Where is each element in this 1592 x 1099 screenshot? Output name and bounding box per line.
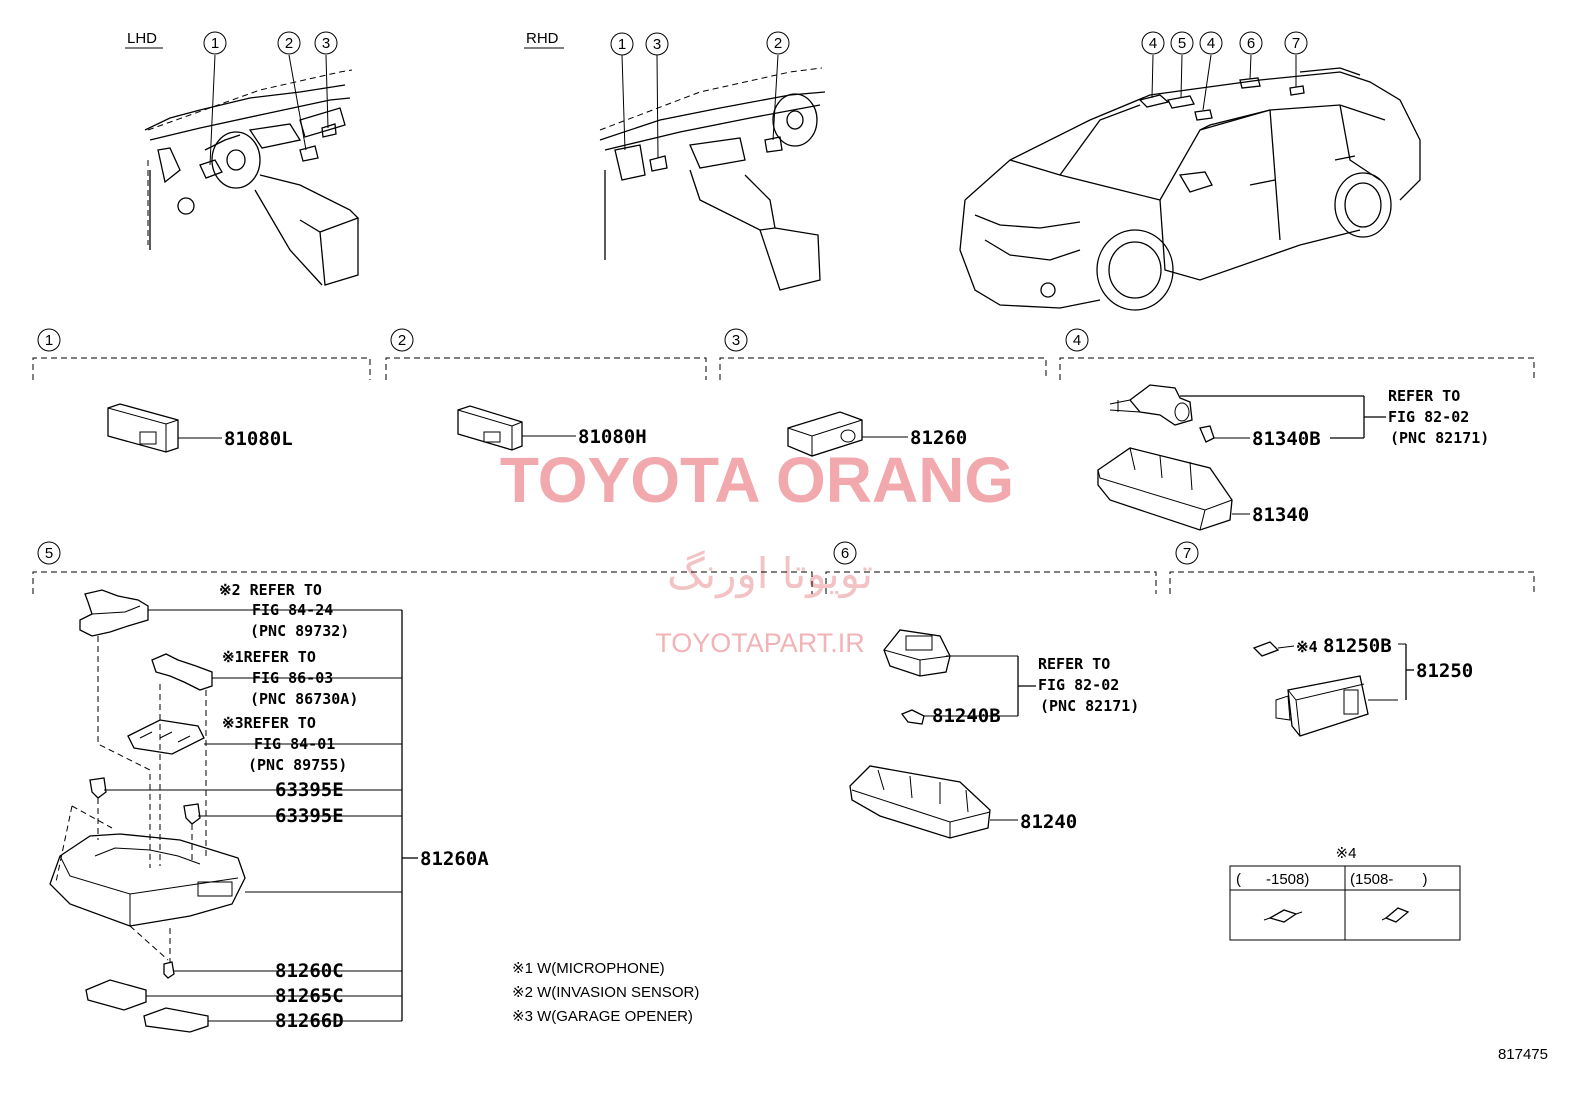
part-81240[interactable]: 81240: [1020, 811, 1077, 833]
car-callout-4b: 4: [1207, 35, 1215, 52]
section-5-ref3-line2[interactable]: FIG 84-01: [254, 735, 335, 753]
section-6-label: 6: [841, 545, 849, 562]
part-81340[interactable]: 81340: [1252, 504, 1309, 526]
section-6-refer-line1: REFER TO: [1038, 655, 1110, 673]
car-callout-4a: 4: [1149, 35, 1157, 52]
lhd-callout-3: 3: [322, 35, 330, 52]
bulb-new-icon: [1384, 907, 1410, 923]
footnote-1: ※1 W(MICROPHONE): [512, 960, 665, 977]
bulb-table-col1: ( -1508): [1236, 871, 1309, 888]
footnotes: ※1 W(MICROPHONE) ※2 W(INVASION SENSOR) ※…: [512, 960, 699, 1025]
watermark-main: TOYOTA ORANG: [500, 444, 1014, 516]
part-63395E-upper[interactable]: 63395E: [275, 779, 344, 801]
part-81260[interactable]: 81260: [910, 427, 967, 449]
section-7: ※4 81250B 81250: [1252, 635, 1473, 737]
car-callout-5: 5: [1178, 35, 1186, 52]
part-63395E-lower[interactable]: 63395E: [275, 805, 344, 827]
bulb-table-title: ※4: [1336, 845, 1357, 862]
svg-text:※1REFER TO: ※1REFER TO: [222, 648, 316, 666]
section-6-refer-line2[interactable]: FIG 82-02: [1038, 676, 1119, 694]
section-5-ref1-mark: ※2: [219, 581, 241, 599]
part-81080L[interactable]: 81080L: [224, 428, 293, 450]
section-5-ref3-line1: REFER TO: [244, 714, 316, 732]
section-4-refer-line1: REFER TO: [1388, 387, 1460, 405]
section-3: 81260: [787, 411, 967, 457]
section-5-ref2-mark: ※1: [222, 648, 244, 666]
part-81340B[interactable]: 81340B: [1252, 428, 1321, 450]
bulb-old-icon: [1268, 909, 1298, 923]
section-4: 81340B REFER TO FIG 82-02 (PNC 82171) 81…: [1097, 384, 1489, 531]
footnote-2: ※2 W(INVASION SENSOR): [512, 984, 699, 1001]
lhd-label: LHD: [127, 30, 157, 47]
section-6: 81240B REFER TO FIG 82-02 (PNC 82171) 81…: [849, 629, 1139, 839]
part-81080H[interactable]: 81080H: [578, 426, 647, 448]
part-81265C[interactable]: 81265C: [275, 985, 344, 1007]
car-callout-7: 7: [1292, 35, 1300, 52]
section-4-refer-line3: (PNC 82171): [1390, 429, 1489, 447]
section-4-label: 4: [1073, 332, 1081, 349]
part-81266D[interactable]: 81266D: [275, 1010, 344, 1032]
part-81250[interactable]: 81250: [1416, 660, 1473, 682]
section-5-ref3-mark: ※3: [222, 714, 244, 732]
bulb-table: ※4 ( -1508) (1508- ): [1229, 845, 1461, 941]
section-3-label: 3: [732, 332, 740, 349]
rhd-callout-1: 1: [618, 36, 626, 53]
section-5-ref3-line3: (PNC 89755): [248, 756, 347, 774]
lhd-callout-1: 1: [211, 35, 219, 52]
section-7-label: 7: [1183, 545, 1191, 562]
figure-number: 817475: [1498, 1046, 1548, 1063]
section-2-label: 2: [398, 332, 406, 349]
rhd-dashboard-illustration: RHD 1 3 2: [524, 30, 826, 291]
section-headers-row2: 5 6 7: [37, 541, 1199, 565]
section-2: 81080H: [457, 405, 647, 451]
section-6-refer-line3: (PNC 82171): [1040, 697, 1139, 715]
part-81250B[interactable]: 81250B: [1323, 635, 1392, 657]
watermark-persian: تویوتا اورنگ: [667, 549, 873, 598]
section-5-ref1-line3: (PNC 89732): [250, 622, 349, 640]
section-7-mark: ※4: [1296, 638, 1318, 656]
rhd-label: RHD: [526, 30, 559, 47]
part-81260A[interactable]: 81260A: [420, 848, 489, 870]
section-1: 81080L: [107, 403, 293, 453]
bulb-table-col2: (1508- ): [1350, 871, 1428, 888]
car-callout-6: 6: [1247, 35, 1255, 52]
section-1-label: 1: [45, 332, 53, 349]
section-5-ref2-line2[interactable]: FIG 86-03: [252, 669, 333, 687]
section-headers-row1: 1 2 3 4: [37, 328, 1089, 352]
footnote-3: ※3 W(GARAGE OPENER): [512, 1008, 693, 1025]
lhd-dashboard-illustration: LHD 1 2 3: [125, 30, 360, 286]
section-5-ref1-line2[interactable]: FIG 84-24: [252, 601, 333, 619]
svg-text:※3REFER TO: ※3REFER TO: [222, 714, 316, 732]
rhd-callout-2: 2: [774, 35, 782, 52]
lhd-callout-2: 2: [285, 35, 293, 52]
section-5-ref2-line1: REFER TO: [244, 648, 316, 666]
rhd-callout-3: 3: [653, 36, 661, 53]
part-81260C[interactable]: 81260C: [275, 960, 344, 982]
part-81240B[interactable]: 81240B: [932, 705, 1001, 727]
car-illustration: 4 5 4 6 7: [959, 31, 1421, 311]
svg-text:※2 REFER TO: ※2 REFER TO: [219, 581, 322, 599]
section-5-ref1-line1: REFER TO: [250, 581, 322, 599]
section-4-refer-line2[interactable]: FIG 82-02: [1388, 408, 1469, 426]
watermark-site: TOYOTAPART.IR: [655, 628, 865, 658]
section-5: ※2 REFER TO FIG 84-24 (PNC 89732) ※1REFE…: [49, 581, 489, 1033]
section-5-ref2-line3: (PNC 86730A): [250, 690, 358, 708]
section-5-label: 5: [45, 545, 53, 562]
